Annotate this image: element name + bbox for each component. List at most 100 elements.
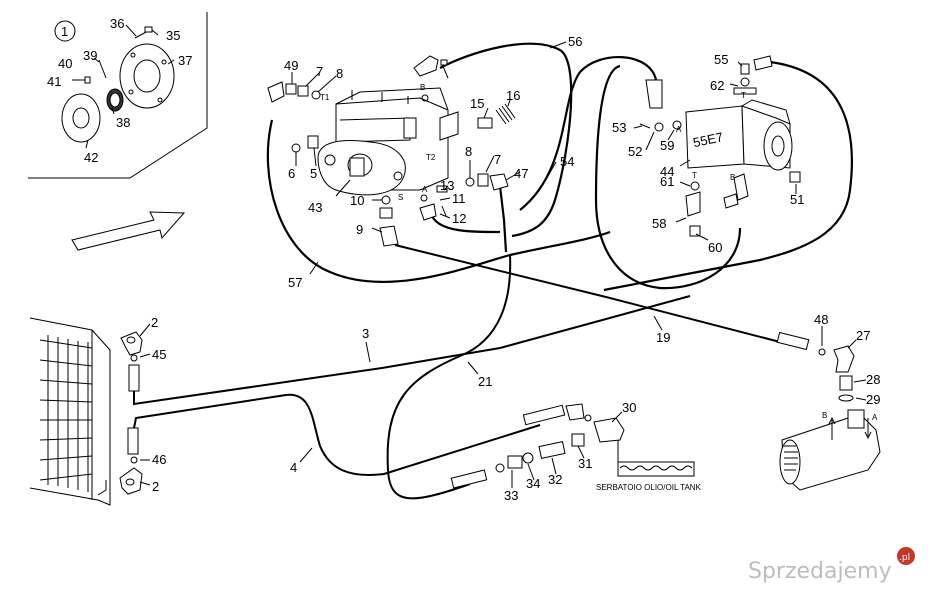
callout-58: 58: [652, 216, 666, 231]
callout-9: 9: [356, 222, 363, 237]
callout-62: 62: [710, 78, 724, 93]
watermark-tld: .pl: [899, 553, 910, 563]
callout-21: 21: [478, 374, 492, 389]
callout-60: 60: [708, 240, 722, 255]
elbow-27: [833, 345, 855, 373]
port-B-valve: B: [420, 83, 425, 92]
callout-2-upper: 2: [151, 315, 158, 330]
fittings-steering: [639, 55, 801, 237]
callout-5: 5: [310, 166, 317, 181]
radiator: [29, 317, 111, 506]
callout-47: 47: [514, 166, 528, 181]
callout-30: 30: [622, 400, 636, 415]
callout-40: 40: [58, 56, 72, 71]
port-A-valve: A: [422, 185, 428, 194]
callout-28: 28: [866, 372, 880, 387]
fittings-valve: [267, 55, 516, 247]
fitting-2-upper: [120, 331, 143, 356]
callout-57: 57: [288, 275, 302, 290]
callout-59: 59: [660, 138, 674, 153]
callout-15: 15: [470, 96, 484, 111]
callout-33: 33: [504, 488, 518, 503]
callout-7-lower: 7: [494, 152, 501, 167]
callout-4: 4: [290, 460, 297, 475]
callout-45: 45: [152, 347, 166, 362]
inset-marker-label: 1: [61, 24, 68, 39]
watermark: Sprzedajemy .pl: [748, 547, 915, 584]
port-A-pump: A: [872, 413, 878, 422]
callout-8-upper: 8: [336, 66, 343, 81]
flange-37: [119, 43, 175, 109]
callout-54: 54: [560, 154, 574, 169]
gear-38: [106, 88, 124, 112]
leaders-steering: [633, 61, 797, 241]
callout-56: 56: [568, 34, 582, 49]
hose-end-lower: [127, 427, 139, 455]
callout-41: 41: [47, 74, 61, 89]
callout-16: 16: [506, 88, 520, 103]
callout-12: 12: [452, 211, 466, 226]
pin-39: [98, 59, 107, 79]
callout-49: 49: [284, 58, 298, 73]
callout-38: 38: [116, 115, 130, 130]
tank-label: SERBATOIO OLIO/OIL TANK: [596, 483, 702, 492]
steering-housing-44: 55E7: [685, 99, 793, 171]
leaders-pipes: [299, 315, 663, 463]
callout-32: 32: [548, 472, 562, 487]
pipes: [133, 42, 853, 500]
callout-36: 36: [110, 16, 124, 31]
callout-61: 61: [660, 174, 674, 189]
hydraulic-pump: [779, 409, 881, 491]
callout-46: 46: [152, 452, 166, 467]
port-B-steering: B: [730, 173, 735, 182]
callout-51: 51: [790, 192, 804, 207]
leaders-pump: [821, 326, 867, 401]
hose-19-end: [776, 331, 826, 356]
callout-43: 43: [308, 200, 322, 215]
callout-11: 11: [452, 191, 466, 206]
seal-46: [130, 456, 138, 464]
port-T1: T1: [320, 93, 330, 102]
port-T2: T2: [426, 153, 436, 162]
port-T-steering: T: [741, 91, 746, 100]
callout-31: 31: [578, 456, 592, 471]
seal-29: [838, 394, 854, 402]
direction-arrow: [71, 211, 186, 251]
housing-code: 55E7: [692, 129, 725, 150]
oil-tank: SERBATOIO OLIO/OIL TANK: [596, 461, 702, 492]
watermark-badge: [897, 547, 915, 565]
leaders-valve: [291, 41, 567, 275]
port-B-pump: B: [822, 411, 827, 420]
callout-27: 27: [856, 328, 870, 343]
port-S: S: [398, 193, 403, 202]
callout-7-upper: 7: [316, 64, 323, 79]
callout-19: 19: [656, 330, 670, 345]
callout-10: 10: [350, 193, 364, 208]
callout-29: 29: [866, 392, 880, 407]
callout-39: 39: [83, 48, 97, 63]
callout-13: 13: [440, 178, 454, 193]
adapter-28: [839, 375, 853, 391]
callout-34: 34: [526, 476, 540, 491]
inset-detail: 1 36 35 37 39: [28, 12, 208, 179]
fitting-2-lower: [119, 467, 143, 495]
hose-end-upper: [128, 364, 140, 392]
callout-35: 35: [166, 28, 180, 43]
callout-6: 6: [288, 166, 295, 181]
callout-53: 53: [612, 120, 626, 135]
callout-48: 48: [814, 312, 828, 327]
callout-8-lower: 8: [465, 144, 472, 159]
tank-fittings: [450, 403, 625, 489]
port-T-lower: T: [692, 171, 697, 180]
callout-37: 37: [178, 53, 192, 68]
watermark-text: Sprzedajemy: [748, 559, 892, 584]
callout-55: 55: [714, 52, 728, 67]
disc-42: [61, 93, 101, 143]
callout-2-lower: 2: [152, 479, 159, 494]
callout-52: 52: [628, 144, 642, 159]
inset-marker-circle: [54, 20, 76, 42]
callout-3: 3: [362, 326, 369, 341]
seal-45: [130, 354, 138, 362]
pump-body-43: [317, 140, 406, 196]
